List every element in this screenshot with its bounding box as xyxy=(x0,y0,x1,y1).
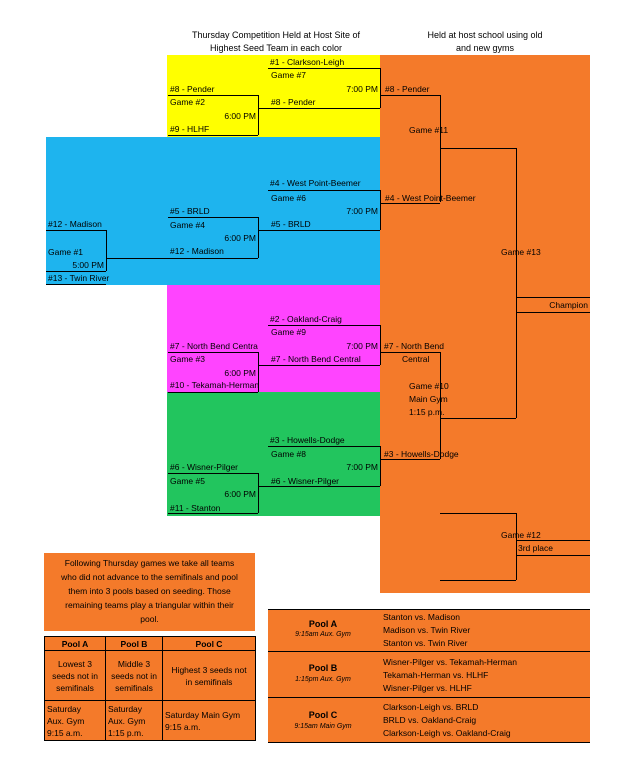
pools-header-c: Pool C xyxy=(162,636,256,651)
pools-header-b: Pool B xyxy=(105,636,163,651)
final-champion: Champion xyxy=(549,300,588,310)
magenta-game3: Game #3 xyxy=(170,354,205,364)
semi-nbc-line1: #7 - North Bend xyxy=(384,341,445,351)
semi-pender: #8 - Pender xyxy=(385,84,430,94)
blue-seed5b: #5 - BRLD xyxy=(271,219,311,229)
green-time8: 7:00 PM xyxy=(346,462,378,472)
blue-seed4: #4 - West Point-Beemer xyxy=(270,178,361,188)
blue-time6: 7:00 PM xyxy=(346,206,378,216)
magenta-seed7b: #7 - North Bend Central xyxy=(271,354,361,364)
final-game13: Game #13 xyxy=(501,247,541,257)
semi-nbc-line2: Central xyxy=(402,354,430,364)
host-header: Held at host school using old and new gy… xyxy=(380,29,590,55)
schedule-pool-a-game3: Stanton vs. Twin River xyxy=(383,638,468,648)
yellow-seed8: #8 - Pender xyxy=(170,84,215,94)
green-seed3: #3 - Howells-Dodge xyxy=(270,435,345,445)
green-region xyxy=(167,392,380,516)
pool-note: Following Thursday games we take all tea… xyxy=(44,553,255,631)
pool-note-line1: Following Thursday games we take all tea… xyxy=(64,558,235,568)
semi-howells: #3 - Howells-Dodge xyxy=(384,449,459,459)
yellow-time2: 6:00 PM xyxy=(224,111,256,121)
blue-game4: Game #4 xyxy=(170,220,205,230)
semi-time10: 1:15 p.m. xyxy=(409,407,445,417)
semi-wpb: #4 - West Point-Beemer xyxy=(385,193,476,203)
magenta-seed10: #10 - Tekamah-Herman xyxy=(170,380,260,390)
pool-schedule: Pool A 9:15am Aux. Gym Stanton vs. Madis… xyxy=(268,609,590,743)
schedule-pool-b-game1: Wisner-Pilger vs. Tekamah-Herman xyxy=(383,657,517,667)
pool-note-line5: pool. xyxy=(140,614,159,624)
thursday-header-line1: Thursday Competition Held at Host Site o… xyxy=(191,30,361,40)
pool-note-line3: them into 3 pools based on seeding. Thos… xyxy=(68,586,231,596)
schedule-pool-c-time: 9:15am Main Gym xyxy=(294,723,352,730)
semi-game10: Game #10 xyxy=(409,381,449,391)
schedule-pool-c-game3: Clarkson-Leigh vs. Oakland-Craig xyxy=(383,728,511,738)
magenta-game9: Game #9 xyxy=(271,327,306,337)
orange-region xyxy=(380,55,590,593)
semi-game11: Game #11 xyxy=(409,125,449,135)
third-place: 3rd place xyxy=(518,543,553,553)
pool-note-line4: remaining teams play a triangular within… xyxy=(65,600,234,610)
yellow-seed1: #1 - Clarkson-Leigh xyxy=(270,57,345,67)
blue-seed13: #13 - Twin River xyxy=(48,273,110,283)
blue-game6: Game #6 xyxy=(271,193,306,203)
schedule-pool-a-time: 9:15am Aux. Gym xyxy=(295,631,351,638)
green-game5: Game #5 xyxy=(170,476,205,486)
schedule-pool-b-game2: Tekamah-Herman vs. HLHF xyxy=(383,670,489,680)
schedule-pool-a-game1: Stanton vs. Madison xyxy=(383,612,461,622)
schedule-pool-a: Pool A xyxy=(308,619,338,629)
yellow-game7: Game #7 xyxy=(271,70,306,80)
magenta-time9: 7:00 PM xyxy=(346,341,378,351)
schedule-pool-b-game3: Wisner-Pilger vs. HLHF xyxy=(383,683,472,693)
magenta-seed7: #7 - North Bend Centra xyxy=(170,341,258,351)
host-header-line1: Held at host school using old xyxy=(427,30,543,40)
semi-main-gym: Main Gym xyxy=(409,394,448,404)
blue-game1: Game #1 xyxy=(48,247,83,257)
yellow-game2: Game #2 xyxy=(170,97,205,107)
green-game8: Game #8 xyxy=(271,449,306,459)
magenta-time3: 6:00 PM xyxy=(224,368,256,378)
green-seed6b: #6 - Wisner-Pilger xyxy=(271,476,340,486)
schedule-pool-c-game1: Clarkson-Leigh vs. BRLD xyxy=(383,702,479,712)
pools-header-a: Pool A xyxy=(44,636,106,651)
green-seed6: #6 - Wisner-Pilger xyxy=(170,462,239,472)
blue-region xyxy=(46,137,380,285)
blue-time1: 5:00 PM xyxy=(72,260,104,270)
yellow-seed9: #9 - HLHF xyxy=(170,124,210,134)
schedule-pool-a-game2: Madison vs. Twin River xyxy=(383,625,471,635)
magenta-region xyxy=(167,285,380,392)
schedule-pool-c: Pool C xyxy=(308,710,338,720)
schedule-pool-c-game2: BRLD vs. Oakland-Craig xyxy=(383,715,477,725)
yellow-seed8b: #8 - Pender xyxy=(271,97,316,107)
host-header-line2: and new gyms xyxy=(455,43,515,53)
schedule-pool-b: Pool B xyxy=(308,663,338,673)
blue-seed12: #12 - Madison xyxy=(48,219,102,229)
thursday-header-line2: Highest Seed Team in each color xyxy=(210,43,342,53)
blue-seed5: #5 - BRLD xyxy=(170,206,210,216)
yellow-time7: 7:00 PM xyxy=(346,84,378,94)
green-seed11: #11 - Stanton xyxy=(170,503,221,513)
magenta-seed2: #2 - Oakland-Craig xyxy=(270,314,342,324)
thursday-header: Thursday Competition Held at Host Site o… xyxy=(172,29,380,55)
third-game12: Game #12 xyxy=(501,530,541,540)
schedule-pool-b-time: 1:15pm Aux. Gym xyxy=(295,676,351,683)
blue-time4: 6:00 PM xyxy=(224,233,256,243)
green-time5: 6:00 PM xyxy=(224,489,256,499)
pool-note-line2: who did not advance to the semifinals an… xyxy=(61,572,238,582)
blue-seed12b: #12 - Madison xyxy=(170,246,224,256)
